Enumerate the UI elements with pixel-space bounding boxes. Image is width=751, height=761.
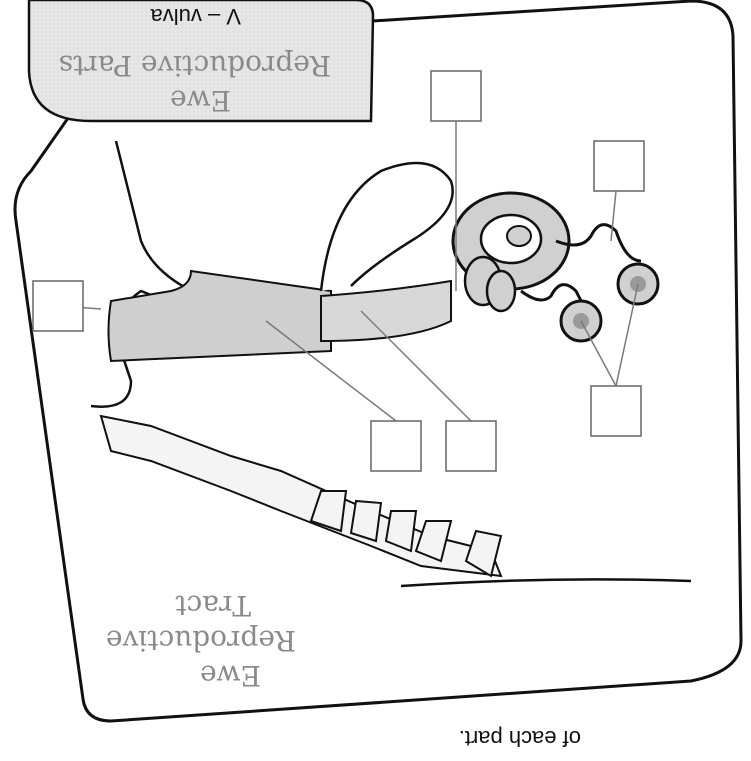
flipped-content: of each part. Ewe Reproductive Tract [15, 0, 741, 751]
label-box-vagina[interactable] [371, 421, 421, 471]
title-box-line-3: V – vulva [150, 4, 241, 29]
title-box: Ewe Reproductive Parts V – vulva [29, 0, 373, 121]
label-box-ovaries[interactable] [591, 386, 641, 436]
label-box-oviduct[interactable] [594, 141, 644, 191]
label-box-cervix[interactable] [446, 421, 496, 471]
main-title-line-2: Reproductive [106, 624, 296, 657]
label-box-uterus[interactable] [431, 71, 481, 121]
main-title-line-3: Tract [175, 589, 251, 622]
title-box-line-1: Ewe [170, 84, 231, 117]
label-box-vulva[interactable] [33, 281, 83, 331]
title-box-line-2: Reproductive Parts [59, 49, 331, 82]
caption-text: of each part. [459, 726, 581, 751]
main-title-line-1: Ewe [200, 659, 261, 692]
